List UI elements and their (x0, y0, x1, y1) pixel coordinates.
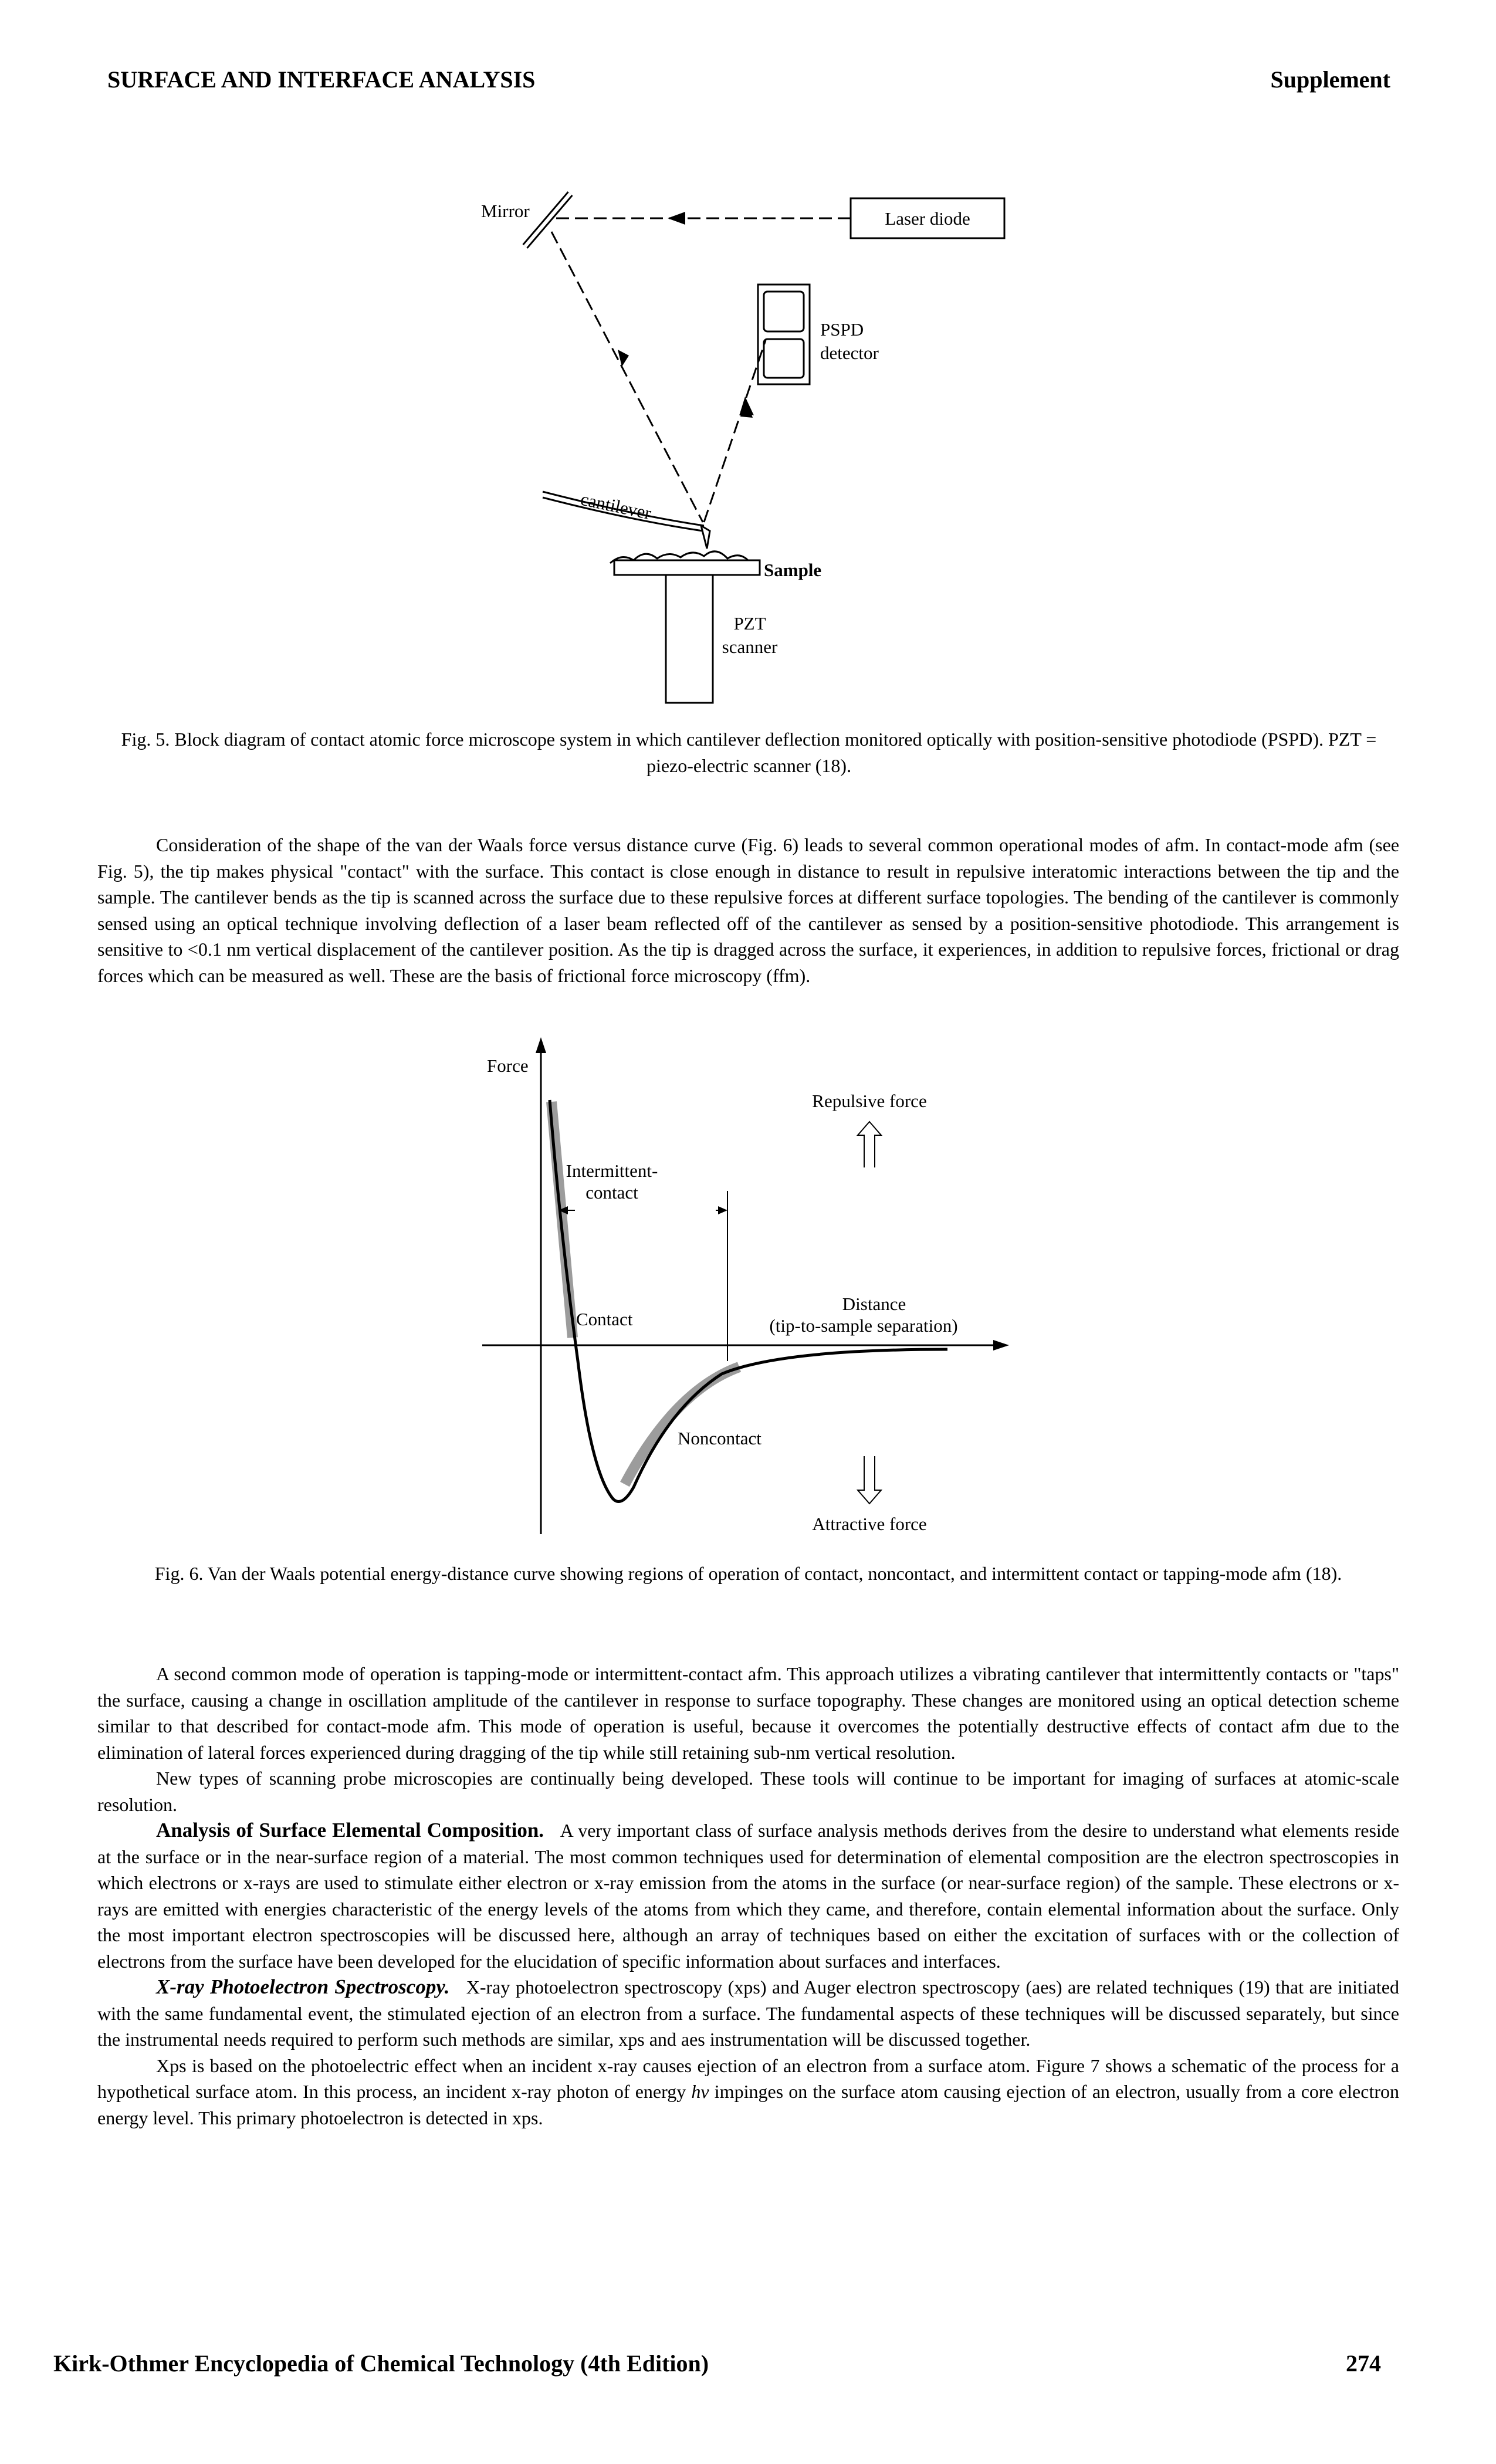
beam-mirror-to-tip (550, 231, 704, 523)
intermittent-right-arrowhead (718, 1206, 727, 1214)
running-head-section: Supplement (1270, 66, 1391, 93)
intermittent-left-arrowhead (559, 1206, 568, 1214)
body-text-block: A second common mode of operation is tap… (97, 1661, 1399, 2131)
cantilever-beam (542, 496, 708, 533)
afm-tip (699, 523, 711, 549)
xps-text-before: Xps is based on the photoelectric effect… (97, 2055, 1399, 2103)
pzt-scanner-body (665, 574, 714, 704)
repulsive-force-label: Repulsive force (812, 1091, 926, 1111)
force-curve (548, 1099, 948, 1503)
heading-xps: X-ray Photoelectron Spectroscopy. (156, 1975, 450, 1998)
xps-intro-text: X-ray photoelectron spectroscopy (xps) a… (97, 1976, 1400, 2050)
attractive-force-label: Attractive force (812, 1514, 926, 1534)
paragraph-new-spm: New types of scanning probe microscopies… (97, 1768, 1399, 1815)
paragraph-elemental-composition: Analysis of Surface Elemental Compositio… (97, 1817, 1399, 1974)
distance-label-line2: (tip-to-sample separation) (769, 1315, 957, 1336)
paragraph-tapping-mode: A second common mode of operation is tap… (97, 1663, 1399, 1763)
contact-label: Contact (576, 1309, 633, 1329)
mirror-label: Mirror (481, 201, 530, 221)
laser-diode-label: Laser diode (885, 208, 970, 229)
beam-down-arrowhead (618, 350, 629, 367)
intermittent-label-line2: contact (585, 1182, 638, 1203)
pspd-label: PSPD (820, 319, 864, 340)
elemental-composition-text: A very important class of surface analys… (97, 1820, 1400, 1972)
running-head-journal: SURFACE AND INTERFACE ANALYSIS (107, 66, 536, 93)
paragraph-text: Consideration of the shape of the van de… (97, 834, 1399, 986)
sample-label: Sample (764, 560, 821, 580)
cantilever-label: cantilever (579, 489, 654, 524)
pspd-detector-body (757, 283, 811, 385)
intermittent-label-line1: Intermittent- (566, 1160, 658, 1181)
figure-6-caption: Fig. 6. Van der Waals potential energy-d… (154, 1563, 1342, 1584)
photon-energy-symbol: hν (691, 2081, 709, 2102)
force-axis-label: Force (487, 1055, 529, 1076)
beam-tip-to-pspd (703, 340, 767, 523)
heading-elemental-composition: Analysis of Surface Elemental Compositio… (156, 1819, 544, 1842)
pzt-label: PZT (733, 613, 766, 634)
paragraph-xps-photoelectric: Xps is based on the photoelectric effect… (97, 2053, 1399, 2131)
distance-label-line1: Distance (842, 1294, 906, 1314)
xps-text-after: impinges on the surface atom causing eje… (97, 2081, 1400, 2128)
detector-label: detector (820, 343, 879, 363)
scanner-label: scanner (722, 637, 778, 657)
figure-6-force-distance-curve: Force Intermittent- contact Repulsive fo… (482, 1037, 1009, 1534)
sample-stage (613, 559, 761, 576)
body-paragraph-afm-modes: Consideration of the shape of the van de… (97, 832, 1399, 989)
attractive-arrow-icon (856, 1456, 883, 1505)
laser-beam-arrowhead (668, 212, 685, 225)
footer-page-number: 274 (1346, 2350, 1381, 2377)
figure-5-caption: Fig. 5. Block diagram of contact atomic … (121, 729, 1377, 776)
figure-5-afm-diagram: Laser diode Mirror PSPD detector cantile… (481, 191, 1006, 704)
noncontact-label: Noncontact (678, 1428, 761, 1448)
paragraph-xps-intro: X-ray Photoelectron Spectroscopy. X-ray … (97, 1974, 1399, 2053)
footer-book-title: Kirk-Othmer Encyclopedia of Chemical Tec… (53, 2350, 709, 2377)
repulsive-arrow-icon (856, 1121, 883, 1167)
